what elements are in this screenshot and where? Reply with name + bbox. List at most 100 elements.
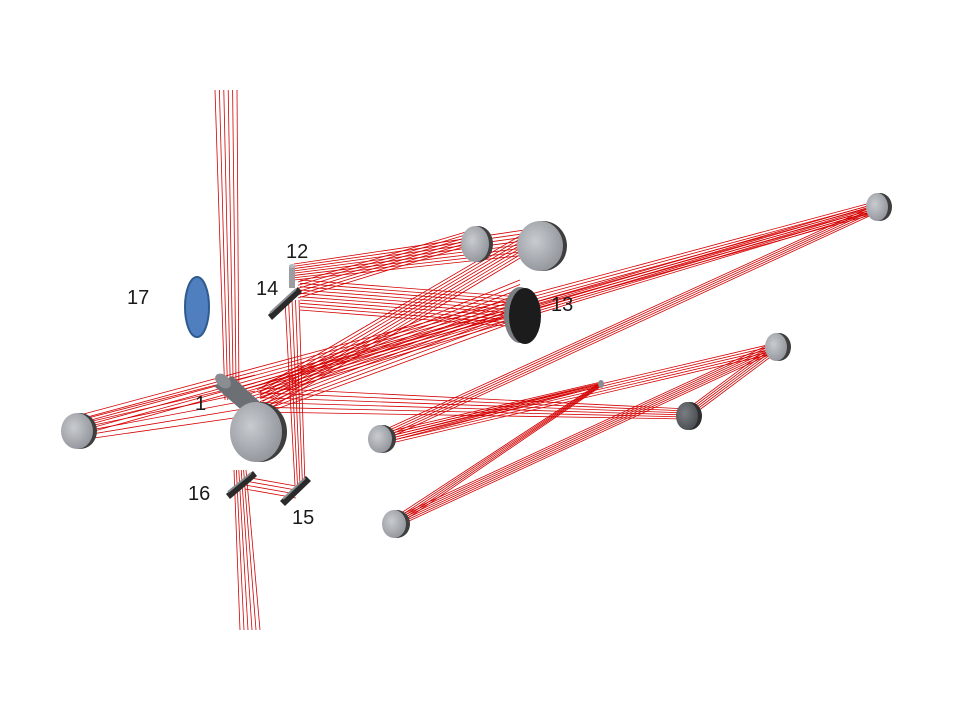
- ray: [395, 340, 778, 518]
- ray: [79, 203, 879, 420]
- mirror-16: [226, 471, 257, 499]
- ray: [263, 236, 545, 405]
- ray: [395, 348, 778, 526]
- ray: [259, 397, 689, 414]
- ray: [259, 392, 689, 412]
- mirror-right-lower-dark: [676, 402, 702, 430]
- ray: [259, 232, 536, 397]
- ray: [262, 235, 542, 402]
- mirror-14: [268, 287, 302, 320]
- label-17: 17: [127, 287, 149, 309]
- ray: [395, 344, 778, 522]
- ray: [259, 297, 521, 399]
- mirror-mid-left: [368, 425, 396, 453]
- mirror-far-left: [61, 413, 97, 449]
- ray: [240, 469, 253, 631]
- mirror-13: [504, 287, 541, 344]
- ray: [259, 310, 521, 409]
- label-12: 12: [286, 241, 308, 263]
- ray: [382, 342, 777, 436]
- ray: [233, 469, 241, 631]
- ray: [381, 384, 602, 441]
- ray: [293, 245, 546, 276]
- ray: [259, 315, 521, 413]
- ray: [395, 342, 778, 520]
- ray: [382, 350, 777, 443]
- ray: [223, 89, 231, 401]
- ray: [244, 484, 297, 495]
- ray: [236, 89, 240, 401]
- ray: [689, 349, 778, 415]
- ray: [395, 346, 778, 524]
- ray-output-vertical-bottom: [233, 469, 261, 631]
- ray-right-mid-to-mid-left: [382, 342, 777, 446]
- ray: [299, 286, 521, 305]
- ray-input-vertical-top: [214, 89, 240, 401]
- ray-mid-left-to-far-right: [381, 203, 879, 442]
- ray: [293, 226, 546, 265]
- ray-top-large-to-center: [256, 229, 551, 411]
- ray: [689, 351, 778, 418]
- ray: [299, 309, 521, 328]
- ray: [381, 207, 879, 437]
- ray: [214, 89, 226, 401]
- ray: [293, 241, 546, 274]
- ray: [259, 402, 689, 416]
- ray: [79, 205, 879, 424]
- ray: [394, 385, 601, 525]
- ray: [266, 239, 551, 411]
- ray: [293, 237, 546, 272]
- mirror-bottom-left: [382, 510, 410, 538]
- ray: [394, 383, 601, 520]
- ray: [299, 302, 521, 321]
- ray: [229, 202, 879, 391]
- label-14: 14: [256, 278, 278, 300]
- laser-ray-bundles: [79, 89, 879, 631]
- ray: [381, 205, 879, 434]
- ray: [381, 203, 879, 432]
- ray: [259, 292, 521, 396]
- ray-bottom-left-to-right-mid: [395, 340, 778, 528]
- ray: [382, 347, 777, 441]
- label-15: 15: [292, 507, 314, 529]
- ray: [259, 288, 521, 393]
- ray: [382, 345, 777, 438]
- ray: [259, 301, 521, 403]
- ray: [299, 289, 521, 308]
- ray: [259, 319, 521, 416]
- mirror-12: [289, 264, 295, 288]
- ray: [382, 352, 777, 446]
- label-1: 1: [195, 393, 206, 415]
- ray: [394, 384, 601, 523]
- mirror-right-middle: [765, 333, 791, 361]
- ray-12-to-top-large: [293, 226, 546, 281]
- ray-center-to-right-dark: [259, 387, 689, 420]
- ray: [219, 89, 229, 401]
- ray: [249, 210, 879, 401]
- ray: [243, 469, 257, 631]
- ray: [299, 279, 521, 298]
- mirror-large-center: [230, 402, 287, 462]
- ray: [293, 252, 546, 281]
- ray: [261, 233, 539, 399]
- ray: [299, 282, 521, 301]
- ray: [258, 231, 534, 394]
- ray: [293, 230, 546, 267]
- ray: [381, 211, 879, 442]
- ray: [245, 469, 261, 631]
- ray: [395, 350, 778, 528]
- ray: [293, 248, 546, 279]
- label-16: 16: [188, 483, 210, 505]
- mirror-top-large: [517, 221, 567, 271]
- ray: [297, 228, 477, 283]
- ray: [394, 382, 601, 518]
- ray: [299, 296, 521, 315]
- mirror-far-right: [866, 193, 892, 221]
- ray: [244, 480, 297, 491]
- ray: [79, 390, 256, 429]
- mirror-top-small: [461, 226, 493, 262]
- ray: [299, 299, 521, 318]
- ray: [233, 204, 879, 393]
